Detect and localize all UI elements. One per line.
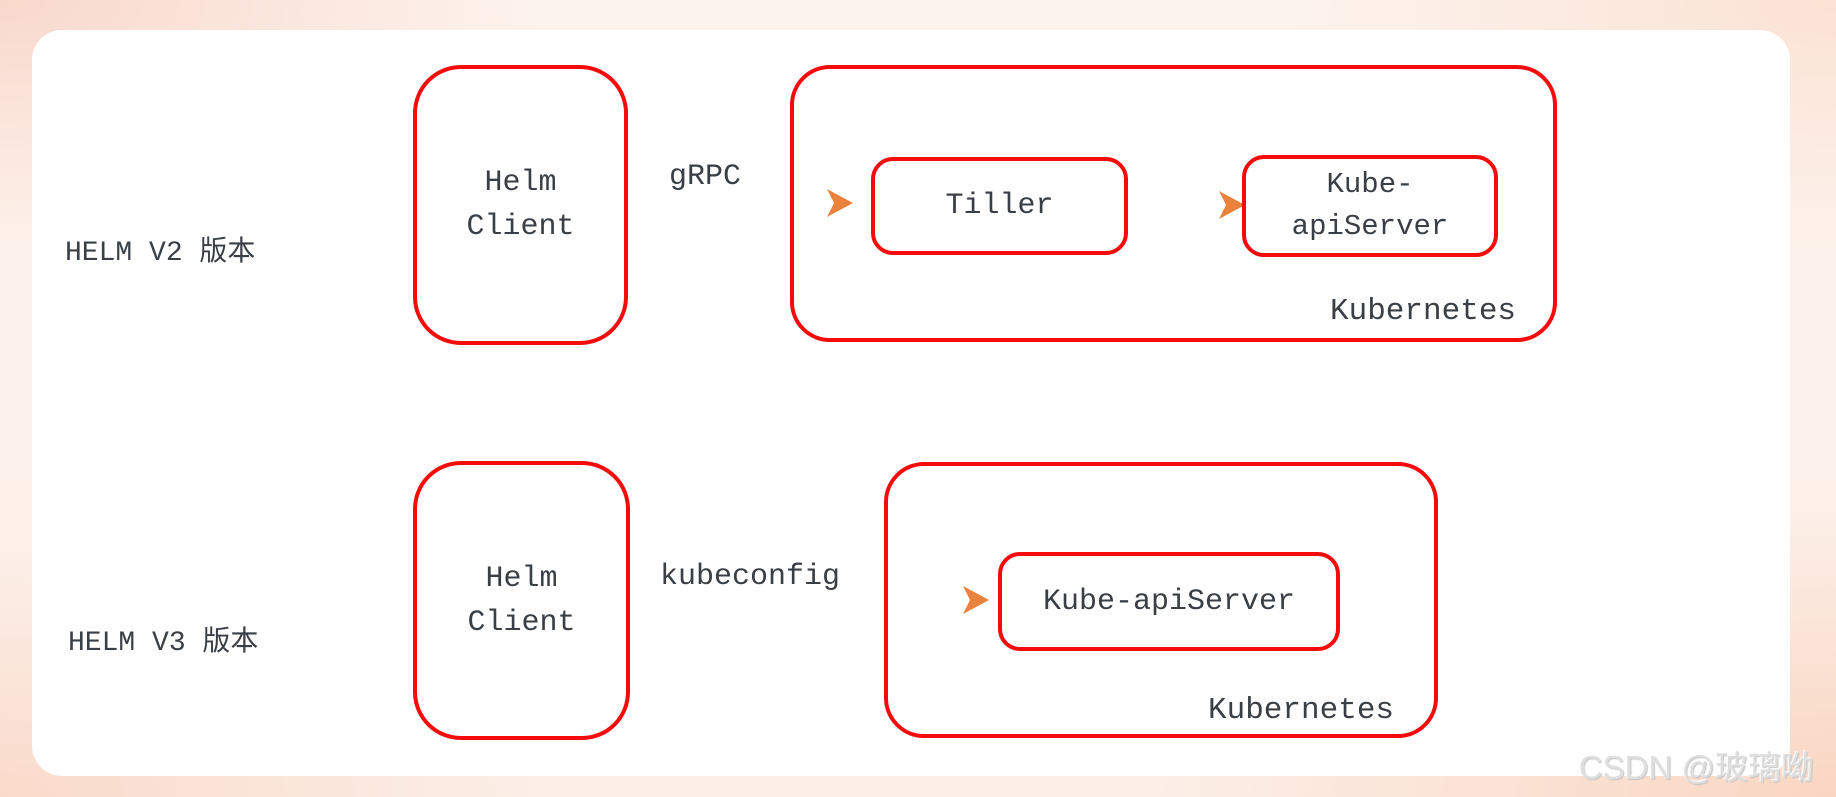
v3-kubernetes-container xyxy=(884,462,1438,738)
v3-kube-apiserver-label: Kube-apiServer xyxy=(1042,584,1296,619)
v2-tiller-box: Tiller xyxy=(871,157,1128,255)
v2-kubernetes-container xyxy=(790,65,1557,342)
v2-kube-apiserver-box: Kube- apiServer xyxy=(1242,155,1498,257)
v2-row-label: HELM V2 版本 xyxy=(65,238,256,269)
csdn-watermark: CSDN @玻璃呦 xyxy=(1578,749,1814,786)
v3-helm-client-box: Helm Client xyxy=(413,461,630,740)
v2-helm-client-label-line2: Client xyxy=(466,210,575,244)
v2-helm-client-box: Helm Client xyxy=(413,65,628,345)
v3-kubeconfig-arrow xyxy=(630,586,989,614)
v2-kube-apiserver-label-line1: Kube- xyxy=(1326,168,1414,201)
v3-row-label: HELM V3 版本 xyxy=(68,628,259,659)
v3-helm-client-label-line1: Helm xyxy=(485,561,558,596)
v3-helm-client-label-line2: Client xyxy=(467,605,576,640)
v2-grpc-arrow-label: gRPC xyxy=(668,160,741,194)
v3-kubernetes-label: Kubernetes xyxy=(1208,693,1395,728)
v3-kube-apiserver-box: Kube-apiServer xyxy=(998,552,1340,651)
v2-kubernetes-label: Kubernetes xyxy=(1330,294,1517,329)
v2-helm-client-label-line1: Helm xyxy=(484,166,557,200)
v2-grpc-arrow xyxy=(628,189,853,217)
v2-kube-apiserver-label-line2: apiServer xyxy=(1291,210,1449,243)
v3-kubeconfig-arrow-label: kubeconfig xyxy=(659,560,841,594)
diagram-card: HELM V2 版本 Helm Client gRPC Tiller Kube- xyxy=(32,30,1790,776)
v2-tiller-to-apiserver-arrow xyxy=(1130,191,1245,219)
v2-tiller-label: Tiller xyxy=(945,189,1054,223)
